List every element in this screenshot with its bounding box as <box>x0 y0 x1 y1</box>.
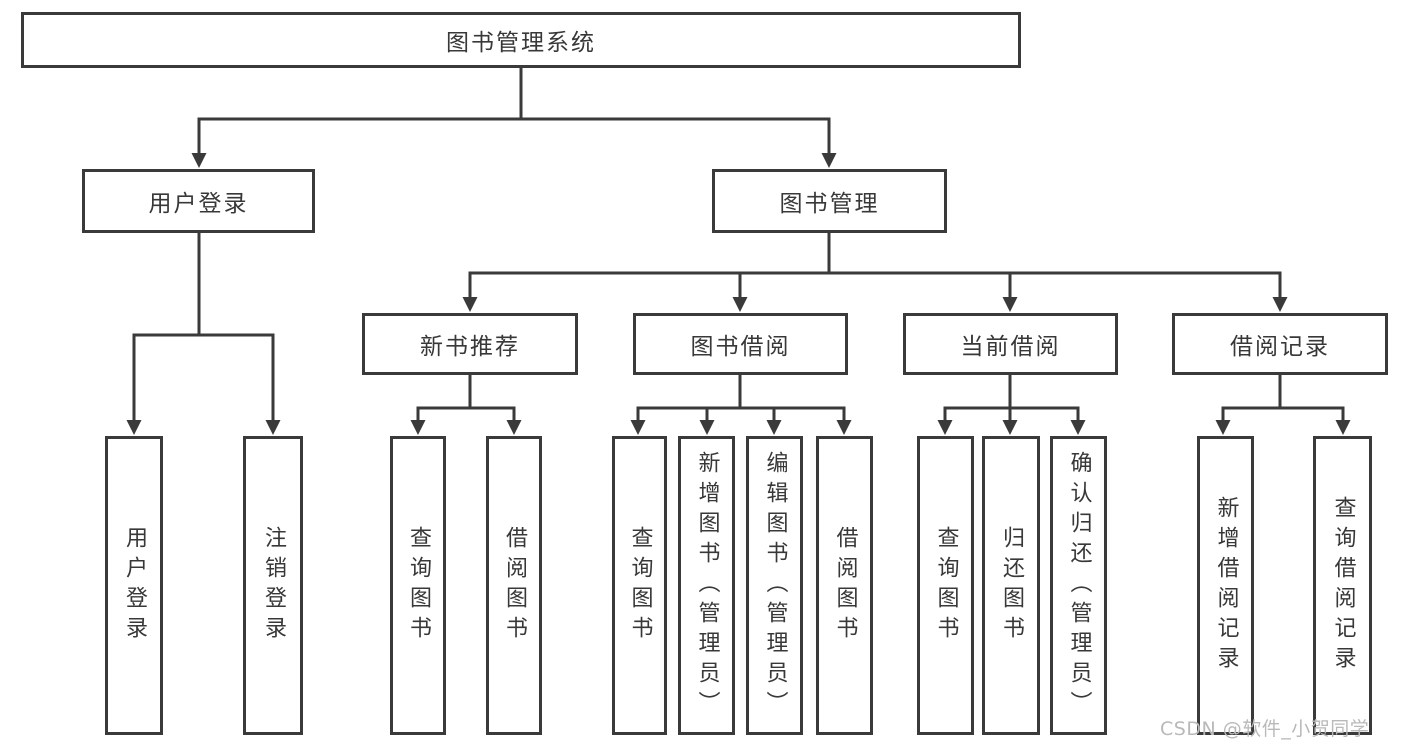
leaf-br-add-record: 新增借阅记录 <box>1197 436 1254 735</box>
node-new-book-recommend: 新书推荐 <box>362 313 578 375</box>
leaf-cb-query-books-label: 查询图书 <box>933 525 959 646</box>
leaf-br-query-record-label: 查询借阅记录 <box>1330 495 1356 676</box>
leaf-bb-query-books-label: 查询图书 <box>627 525 653 646</box>
leaf-cb-confirm-return-admin: 确认归还（管理员） <box>1050 436 1107 735</box>
connector-book-mgmt-to-level3 <box>462 230 1288 312</box>
leaf-user-login-label: 用户登录 <box>122 525 147 646</box>
leaf-cb-return-books-label: 归还图书 <box>999 525 1024 646</box>
node-borrowing-records-label: 借阅记录 <box>1230 334 1330 360</box>
leaf-nb-borrow-books-label: 借阅图书 <box>502 525 527 646</box>
leaf-nb-query-books-label: 查询图书 <box>406 525 431 646</box>
node-user-login: 用户登录 <box>82 169 315 233</box>
leaf-br-query-record: 查询借阅记录 <box>1313 436 1372 735</box>
connector-borrow-record-to-leaves <box>1215 372 1351 435</box>
leaf-bb-add-books-admin: 新增图书（管理员） <box>678 436 735 735</box>
leaf-nb-borrow-books: 借阅图书 <box>486 436 542 735</box>
node-borrowing-records: 借阅记录 <box>1172 313 1388 375</box>
leaf-bb-edit-books-admin-label: 编辑图书（管理员） <box>762 450 788 721</box>
leaf-bb-query-books: 查询图书 <box>612 436 667 735</box>
connector-root-to-level2 <box>191 66 837 168</box>
connector-user-login-to-leaves <box>126 230 281 435</box>
node-book-borrowing-label: 图书借阅 <box>690 334 791 360</box>
leaf-bb-add-books-admin-label: 新增图书（管理员） <box>694 450 720 721</box>
node-book-management: 图书管理 <box>712 169 947 233</box>
leaf-br-add-record-label: 新增借阅记录 <box>1213 495 1239 676</box>
leaf-logout: 注销登录 <box>243 436 303 735</box>
leaf-bb-borrow-books: 借阅图书 <box>816 436 873 735</box>
node-current-borrowing-label: 当前借阅 <box>960 334 1061 360</box>
leaf-logout-label: 注销登录 <box>261 525 286 646</box>
leaf-cb-query-books: 查询图书 <box>917 436 974 735</box>
connector-new-book-rec-to-leaves <box>410 372 522 435</box>
node-user-login-label: 用户登录 <box>148 191 249 217</box>
leaf-bb-edit-books-admin: 编辑图书（管理员） <box>746 436 803 735</box>
csdn-watermark: CSDN @软件_小贺同学 <box>1160 718 1370 740</box>
connector-current-borrow-to-leaves <box>937 372 1086 435</box>
node-current-borrowing: 当前借阅 <box>903 313 1118 375</box>
connector-book-borrow-to-leaves <box>630 372 852 435</box>
leaf-cb-return-books: 归还图书 <box>982 436 1040 735</box>
leaf-nb-query-books: 查询图书 <box>390 436 446 735</box>
node-new-book-recommend-label: 新书推荐 <box>420 334 520 360</box>
leaf-cb-confirm-return-admin-label: 确认归还（管理员） <box>1066 450 1092 721</box>
leaf-user-login: 用户登录 <box>105 436 163 735</box>
leaf-bb-borrow-books-label: 借阅图书 <box>832 525 858 646</box>
node-book-management-label: 图书管理 <box>779 191 880 217</box>
node-root-label: 图书管理系统 <box>446 30 596 56</box>
node-book-borrowing: 图书借阅 <box>633 313 848 375</box>
node-root: 图书管理系统 <box>21 12 1021 68</box>
